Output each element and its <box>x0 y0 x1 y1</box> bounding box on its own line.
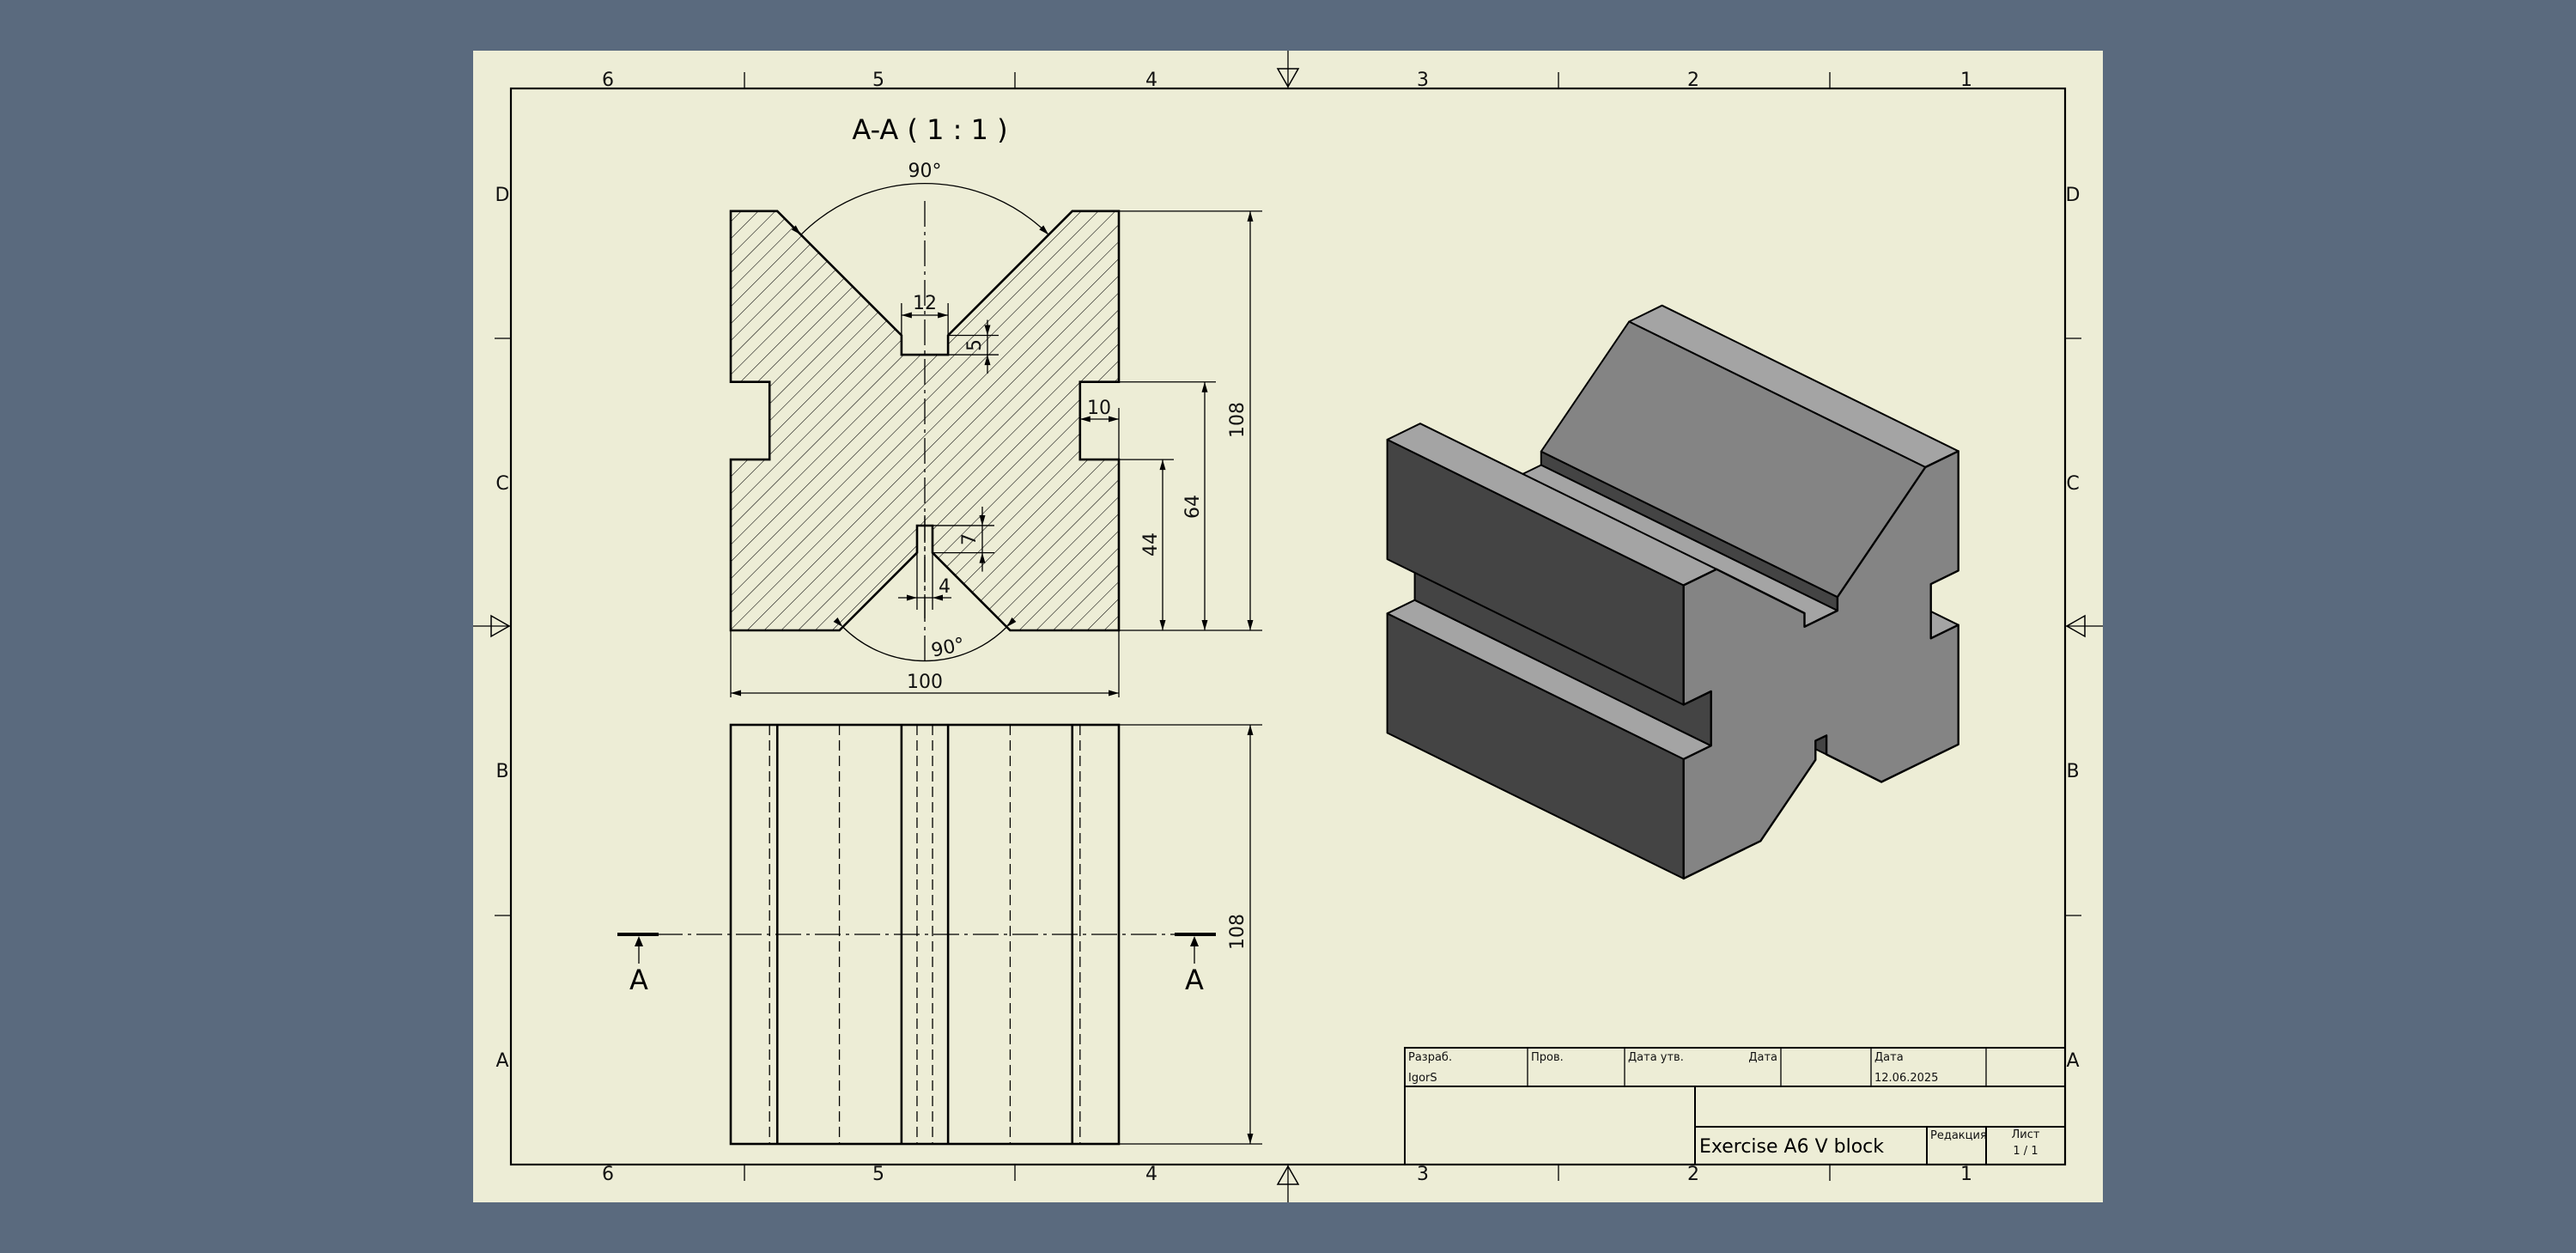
dimension-arrow <box>1247 1134 1254 1144</box>
dimension-arrow <box>1039 225 1049 235</box>
isometric-view <box>1386 304 1959 880</box>
zone-col-top: 2 <box>1687 70 1699 91</box>
centering-triangle-top <box>1276 68 1300 88</box>
zone-col-bottom: 6 <box>602 1164 614 1185</box>
dim-groove-depth: 5 <box>964 339 986 351</box>
section-marker-right: A <box>1185 964 1204 996</box>
zone-col-bottom: 2 <box>1687 1164 1699 1185</box>
zone-labels: 6 5 4 3 2 1 6 5 4 3 2 1 D C B A D C B A <box>495 70 2081 1185</box>
dimension-arrow <box>1109 690 1119 696</box>
dim-bottom-slot-height: 7 <box>959 533 981 545</box>
section-line-a-a <box>617 933 1216 964</box>
date-value: 12.06.2025 <box>1874 1072 1938 1085</box>
checked-label: Пров. <box>1531 1051 1564 1064</box>
drawing-title: Exercise A6 V block <box>1699 1136 1884 1158</box>
dim-width: 100 <box>907 672 943 693</box>
dimension-arrow <box>833 617 843 628</box>
zone-row-left: B <box>495 761 508 782</box>
zone-ticks <box>473 51 2103 1202</box>
dimension-arrow <box>979 514 986 526</box>
dimension-arrow <box>984 325 991 336</box>
dimension-arrow <box>938 312 949 319</box>
dim-slot-bottom: 44 <box>1140 532 1162 557</box>
zone-row-left: D <box>495 185 510 206</box>
dimension-arrow <box>933 594 944 601</box>
zone-row-left: A <box>495 1050 508 1072</box>
dimension-arrow <box>1006 617 1017 628</box>
dimension-arrow <box>731 690 741 696</box>
dim-slot-top: 64 <box>1182 495 1204 519</box>
centering-marks <box>490 68 2086 1185</box>
zone-col-top: 5 <box>872 70 884 91</box>
dimension-arrow <box>1079 416 1091 423</box>
dimension-arrow <box>901 312 912 319</box>
title-block: Разраб. IgorS Пров. Дата утв. Дата Дата … <box>1404 1047 2066 1165</box>
sheet-number: 1 / 1 <box>2013 1145 2038 1158</box>
date-label: Дата <box>1874 1051 1904 1064</box>
dimension-arrow <box>1159 459 1166 471</box>
zone-col-top: 3 <box>1417 70 1429 91</box>
front-dimensions <box>1119 724 1262 1145</box>
dimension-arrow <box>1109 416 1119 423</box>
dim-bottom-slot-width: 4 <box>939 576 951 598</box>
zone-row-right: D <box>2066 185 2081 206</box>
dimension-arrow <box>1159 620 1166 630</box>
dimension-arrow <box>791 225 801 235</box>
developer-name: IgorS <box>1408 1072 1437 1085</box>
zone-col-top: 4 <box>1145 70 1157 91</box>
dim-top-angle: 90° <box>908 161 942 182</box>
section-view-title: A-A ( 1 : 1 ) <box>852 113 1007 146</box>
dim-groove-width: 12 <box>913 293 937 314</box>
date-label: Дата <box>1748 1051 1777 1064</box>
dimension-arrow <box>1247 210 1254 222</box>
dimension-arrow <box>1201 381 1208 392</box>
sheet-label: Лист <box>2012 1128 2040 1141</box>
section-marker-left: A <box>629 964 648 996</box>
dim-height: 108 <box>1227 402 1249 438</box>
zone-row-right: A <box>2066 1050 2079 1072</box>
zone-col-bottom: 5 <box>872 1164 884 1185</box>
developer-label: Разраб. <box>1408 1051 1452 1064</box>
dimension-arrow <box>906 594 917 601</box>
section-dimensions <box>730 183 1262 697</box>
dim-slot-depth: 10 <box>1087 398 1111 419</box>
zone-col-top: 1 <box>1960 70 1972 91</box>
approval-date-label: Дата утв. <box>1628 1051 1684 1064</box>
angle-arc <box>842 626 1007 662</box>
section-view: A-A ( 1 : 1 ) 90° 90° 12 5 10 108 64 44 … <box>729 113 1262 697</box>
revision-label: Редакция <box>1930 1129 1987 1142</box>
zone-col-bottom: 3 <box>1417 1164 1429 1185</box>
dimension-arrow <box>1247 725 1254 735</box>
angle-arc <box>800 183 1049 235</box>
dimension-arrow <box>1247 620 1254 630</box>
centering-triangle-left <box>490 614 511 638</box>
dimension-arrow <box>984 355 991 366</box>
zone-col-top: 6 <box>602 70 614 91</box>
dimension-arrow <box>979 552 986 563</box>
zone-col-bottom: 1 <box>1960 1164 1972 1185</box>
front-view: 108 A A <box>617 723 1262 1146</box>
zone-row-left: C <box>495 473 508 495</box>
zone-row-right: C <box>2066 473 2079 495</box>
zone-row-right: B <box>2066 761 2079 782</box>
centering-triangle-right <box>2065 614 2086 638</box>
centering-triangle-bottom <box>1276 1165 1300 1185</box>
iso-front-face <box>1682 450 1959 880</box>
dim-length: 108 <box>1227 914 1249 950</box>
zone-col-bottom: 4 <box>1145 1164 1157 1185</box>
dimension-arrow <box>1201 620 1208 630</box>
